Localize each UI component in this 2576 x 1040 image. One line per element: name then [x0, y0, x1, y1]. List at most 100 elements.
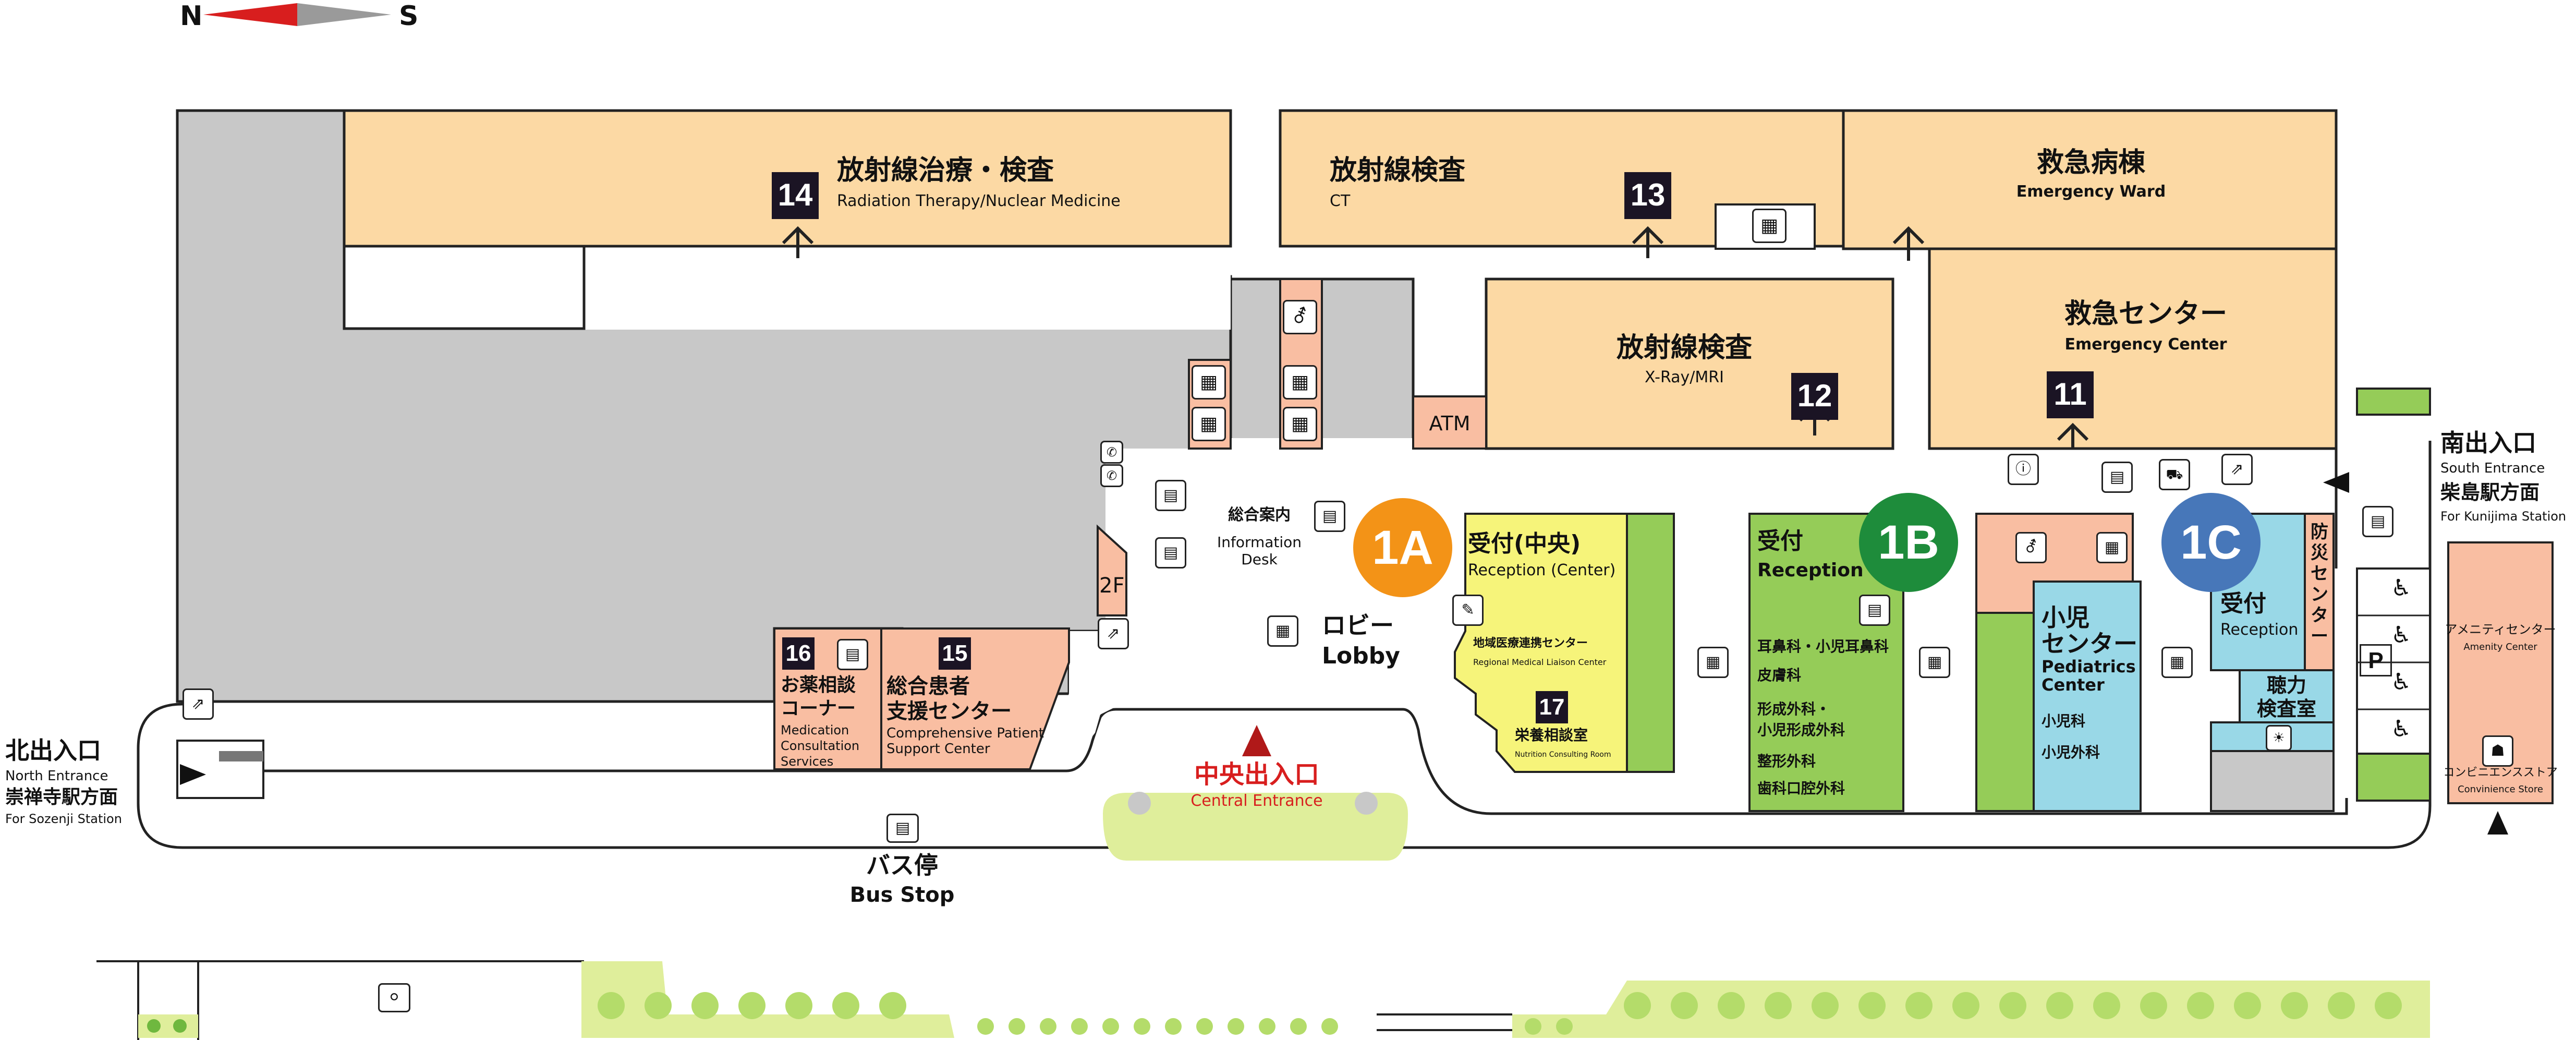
central-entrance-en: Central Entrance — [1190, 792, 1323, 810]
patient-support-ja2: 支援センター — [886, 699, 1012, 723]
info-desk-ja: 総合案内 — [1228, 506, 1291, 524]
area-number-11: 11 — [2047, 371, 2094, 418]
north-entrance-en: North Entrance — [5, 768, 108, 784]
floor-2f-label: 2F — [1099, 574, 1125, 598]
hearing-ja1: 聴力 — [2266, 674, 2307, 697]
south-entrance-en: South Entrance — [2440, 461, 2545, 476]
south-station-ja: 柴島駅方面 — [2440, 481, 2540, 504]
emergency-center-area — [1928, 247, 2338, 450]
phone-icon: ✆ — [1100, 441, 1123, 464]
wheelchair-parking-icon: ♿ — [2391, 716, 2412, 742]
medication-ja2: コーナー — [781, 698, 856, 719]
bus-stop-ja: バス停 — [866, 851, 938, 879]
medication-en3: Services — [781, 754, 834, 769]
emergency-center-ja: 救急センター — [2064, 298, 2228, 330]
pediatrics-area — [2033, 581, 2142, 812]
south-entrance-ja: 南出入口 — [2440, 429, 2536, 457]
restroom-icon: ⚦ — [2015, 532, 2047, 563]
restroom-icon: ⚦ — [1283, 300, 1317, 334]
ticket-machine-icon: ▤ — [2362, 506, 2393, 537]
area-number-12: 12 — [1791, 373, 1838, 420]
lobby-ja: ロビー — [1322, 611, 1394, 639]
reception-1c-ja: 受付 — [2220, 590, 2266, 617]
medication-en1: Medication — [781, 723, 849, 737]
dept-pediatric-surgery: 小児外科 — [2042, 744, 2100, 761]
reception-1b-en: Reception — [1757, 560, 1864, 581]
phone-icon: ✆ — [1100, 464, 1123, 487]
regional-liaison-ja: 地域医療連携センター — [1473, 637, 1588, 650]
patient-support-en1: Comprehensive Patient — [886, 725, 1044, 741]
elevator-icon: ▦ — [1697, 647, 1729, 678]
info-desk-en1: Information — [1217, 534, 1302, 551]
hearing-ja2: 検査室 — [2256, 697, 2317, 720]
south-station-en: For Kunijima Station — [2440, 509, 2567, 524]
radiation-therapy-en: Radiation Therapy/Nuclear Medicine — [837, 192, 1121, 210]
elevator-icon: ▦ — [1192, 407, 1226, 441]
area-number-13: 13 — [1624, 172, 1671, 219]
medication-ja1: お薬相談 — [781, 674, 856, 696]
lobby-en: Lobby — [1322, 643, 1400, 669]
xray-mri-ja: 放射線検査 — [1616, 332, 1753, 364]
atm-label: ATM — [1429, 412, 1471, 435]
north-station-ja: 崇禅寺駅方面 — [5, 787, 118, 808]
reception-machine-icon: ▤ — [1155, 537, 1186, 569]
elevator-icon: ▦ — [1283, 365, 1317, 400]
disaster-center-label: 防災センター — [2311, 522, 2328, 647]
xray-mri-area — [1485, 277, 1894, 450]
information-icon: ⓘ — [2008, 454, 2039, 485]
nutrition-ja: 栄養相談室 — [1515, 727, 1588, 744]
taxi-icon: ⛟ — [2159, 459, 2190, 490]
pediatrics-ja2: センター — [2042, 630, 2137, 658]
dept-ent: 耳鼻科・小児耳鼻科 — [1757, 638, 1889, 655]
dept-orthopedics: 整形外科 — [1757, 753, 1816, 770]
area-number-17: 17 — [1536, 691, 1568, 723]
zone-1a-badge: 1A — [1353, 498, 1452, 597]
zone-1c-badge: 1C — [2161, 493, 2261, 592]
elevator-icon: ▦ — [1752, 209, 1787, 243]
dept-pediatric-plastic: 小児形成外科 — [1757, 721, 1845, 739]
consultation-icon: ✎ — [1452, 595, 1484, 626]
bus-stop-en: Bus Stop — [849, 883, 955, 907]
wheelchair-parking-icon: ♿ — [2391, 575, 2412, 601]
reception-center-ja: 受付(中央) — [1468, 530, 1581, 557]
wheelchair-parking-icon: ♿ — [2391, 622, 2412, 648]
ct-en: CT — [1330, 192, 1351, 210]
elevator-icon: ▦ — [2161, 647, 2193, 678]
consultation-icon: ▤ — [837, 639, 868, 670]
ticket-machine-icon: ▤ — [2101, 462, 2133, 493]
area-number-16: 16 — [782, 637, 815, 670]
store-icon: ☗ — [2482, 735, 2513, 767]
patient-support-en2: Support Center — [886, 741, 990, 757]
emergency-ward-ja: 救急病棟 — [2036, 147, 2146, 178]
amenity-en: Amenity Center — [2463, 642, 2537, 652]
compass-north-label: N — [180, 1, 203, 32]
emergency-center-en: Emergency Center — [2064, 335, 2227, 354]
medication-en2: Consultation — [781, 739, 860, 753]
dept-dental: 歯科口腔外科 — [1757, 780, 1845, 797]
escalator-icon: ⇗ — [1098, 618, 1129, 649]
elevator-icon: ▦ — [2096, 532, 2128, 563]
north-entrance-ja: 北出入口 — [5, 736, 101, 765]
emergency-ward-en: Emergency Ward — [2016, 183, 2166, 201]
smoking-area-icon: ☀ — [2266, 725, 2292, 751]
elevator-icon: ▦ — [1192, 365, 1226, 400]
dept-pediatrics: 小児科 — [2042, 712, 2086, 730]
nutrition-en: Nutrition Consulting Room — [1515, 751, 1611, 759]
reception-1b-ja: 受付 — [1757, 528, 1803, 554]
regional-liaison-en: Regional Medical Liaison Center — [1473, 657, 1607, 667]
north-station-en: For Sozenji Station — [5, 812, 122, 826]
ticket-machine-icon: ▤ — [1314, 501, 1345, 532]
bus-icon: ▤ — [886, 814, 919, 843]
compass-south-label: S — [399, 1, 419, 32]
radiation-therapy-ja: 放射線治療・検査 — [837, 155, 1054, 186]
zone-1b-badge: 1B — [1859, 493, 1958, 592]
escalator-icon: ⇗ — [183, 688, 214, 720]
patient-support-area — [880, 627, 1070, 770]
patient-support-ja1: 総合患者 — [886, 674, 970, 698]
central-entrance-ja: 中央出入口 — [1194, 760, 1320, 789]
emergency-ward-area — [1842, 109, 2338, 250]
convenience-en: Convinience Store — [2458, 784, 2543, 795]
compass-south-arrow — [297, 3, 391, 26]
